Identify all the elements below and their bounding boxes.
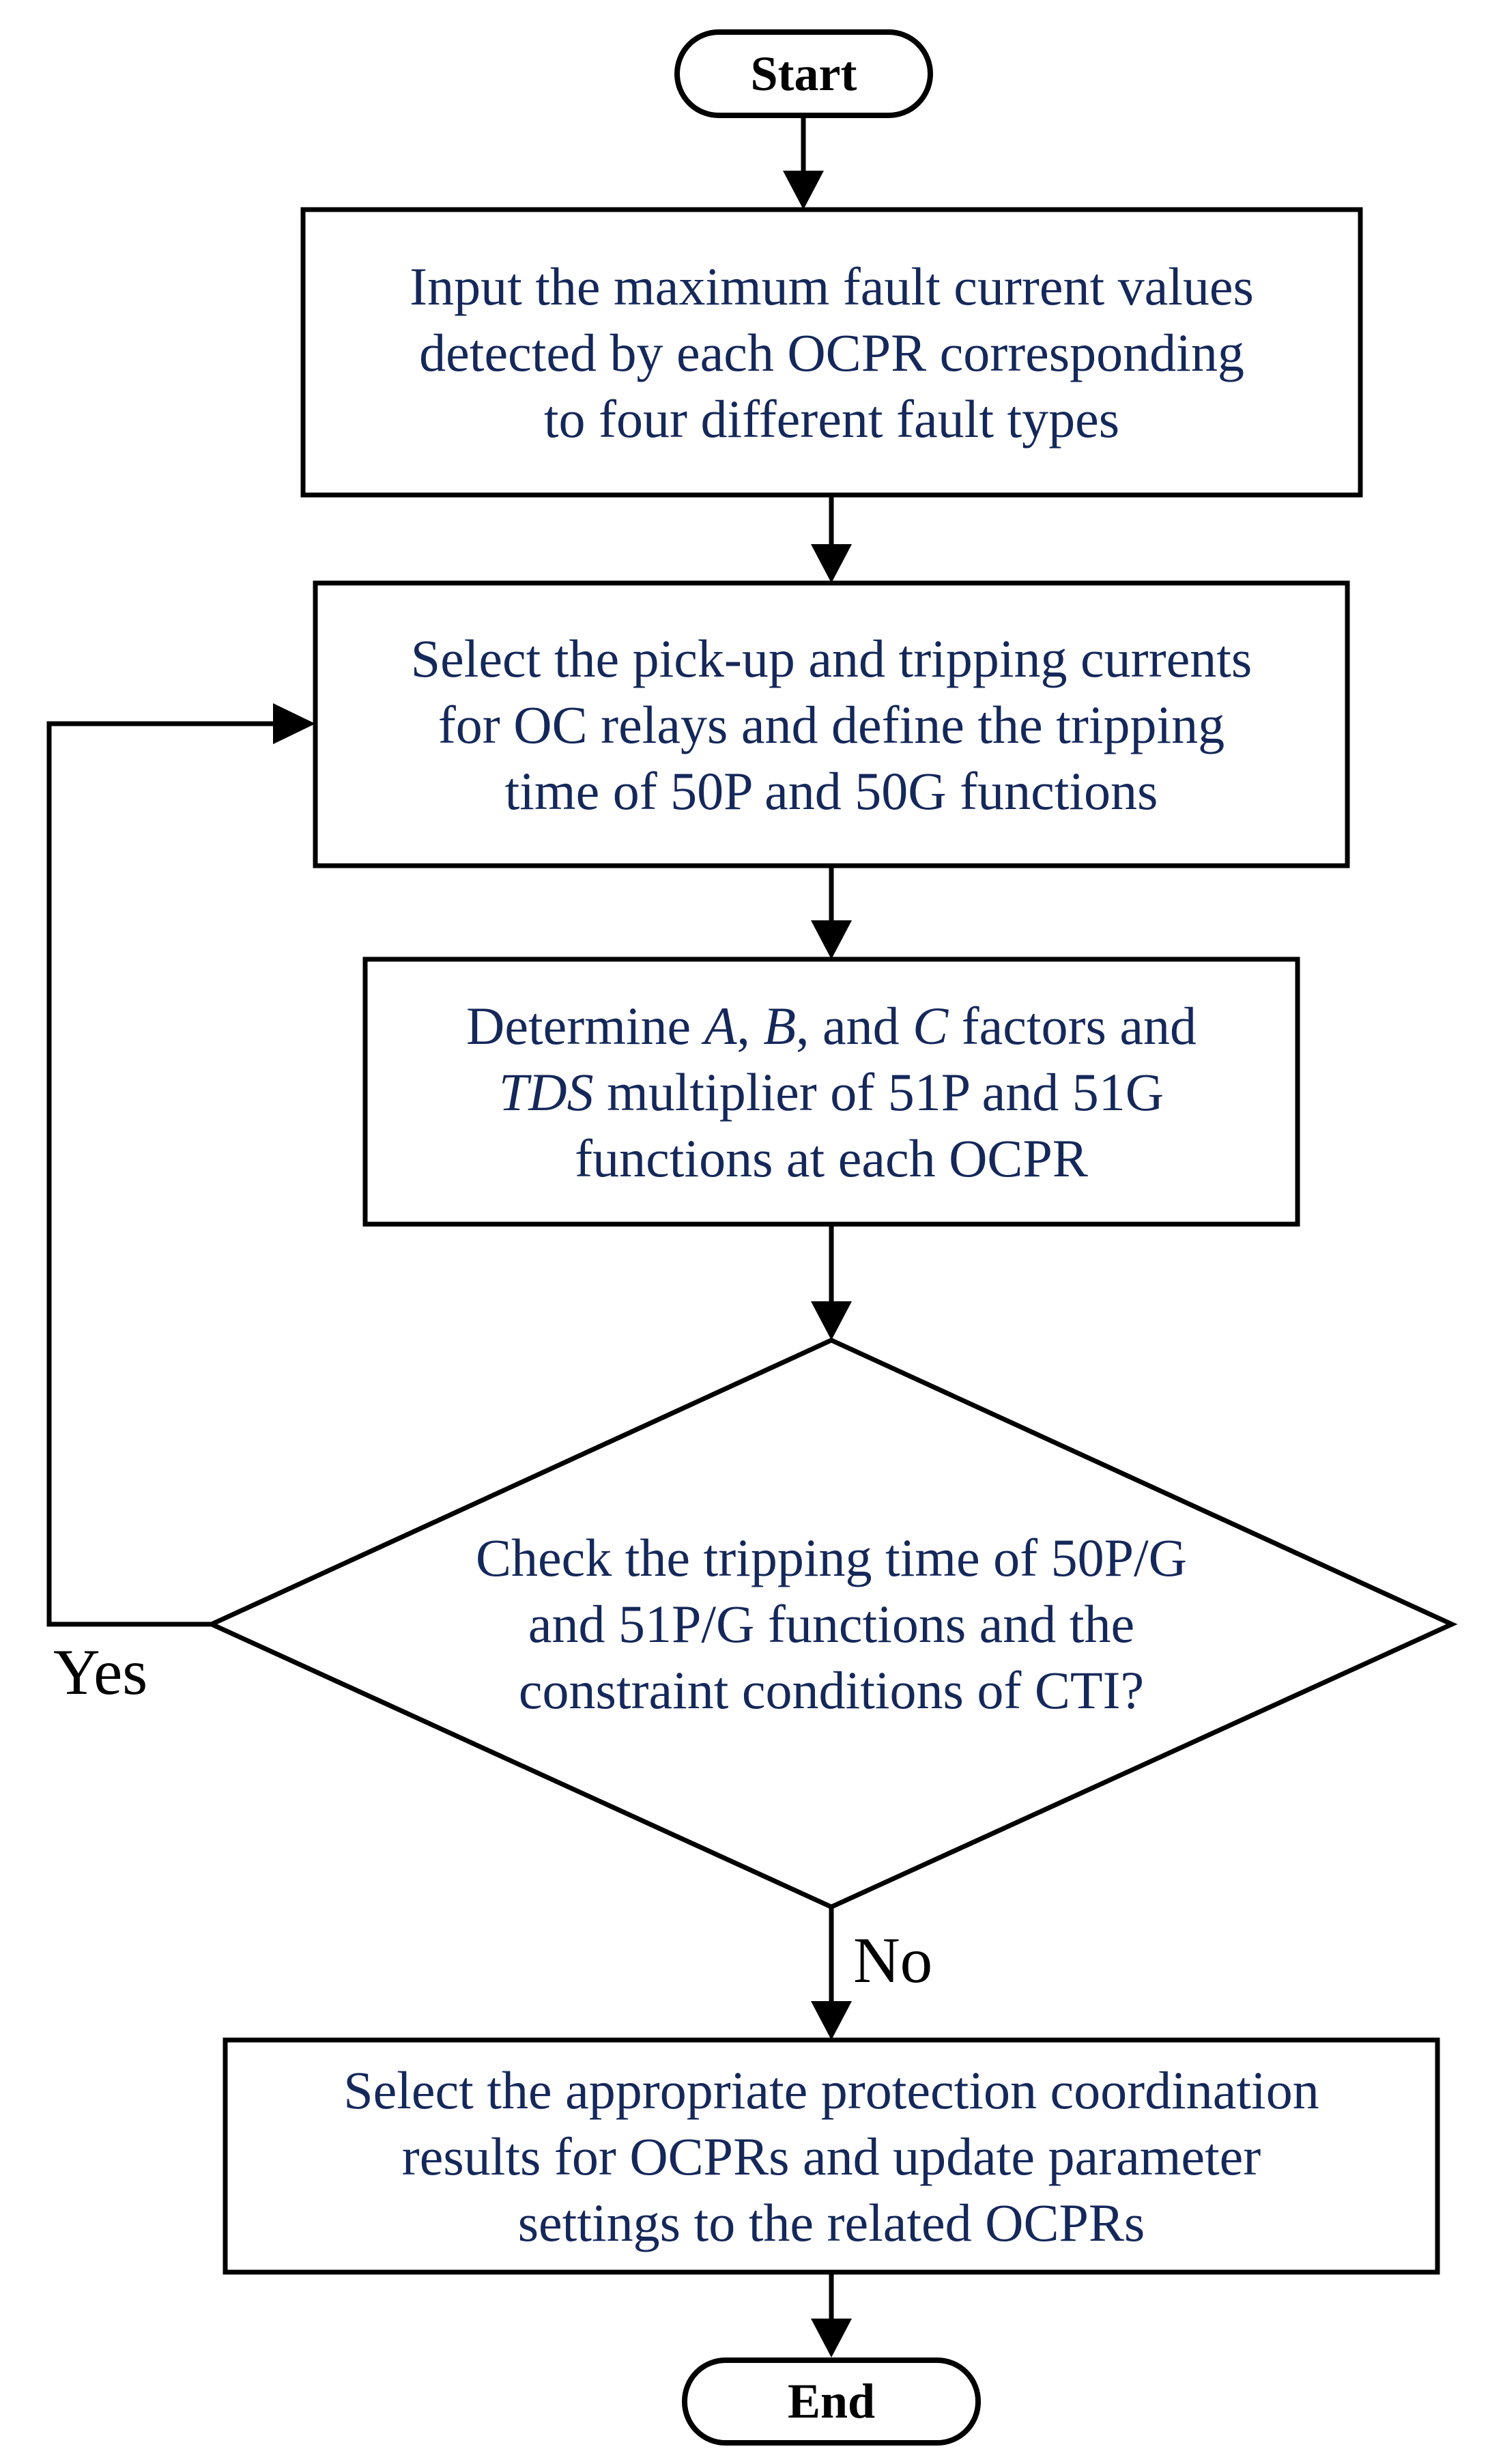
text-line: Check the tripping time of 50P/G — [475, 1528, 1188, 1587]
text-line: constraint conditions of CTI? — [518, 1660, 1145, 1720]
text-line: detected by each OCPR corresponding — [419, 322, 1244, 382]
arrowhead-determine-to-decision-icon — [811, 1301, 852, 1340]
text-line: time of 50P and 50G functions — [504, 761, 1158, 821]
process-box-select-currents-text: Select the pick-up and tripping currents… — [315, 583, 1347, 866]
arrowhead-update-to-end-icon — [811, 2319, 852, 2357]
text-line: results for OCPRs and update parameter — [401, 2126, 1261, 2186]
arrowhead-input-to-select-icon — [811, 544, 852, 583]
arrowhead-no-branch-icon — [811, 2001, 852, 2040]
start-terminal-label: Start — [750, 46, 857, 101]
arrowhead-yes-loop-icon — [273, 703, 315, 744]
decision-diamond-text: Check the tripping time of 50P/G and 51P… — [285, 1525, 1377, 1723]
text-line: functions at each OCPR — [575, 1128, 1088, 1188]
arrowhead-select-to-determine-icon — [811, 920, 852, 959]
text-line: TDS multiplier of 51P and 51G — [498, 1062, 1164, 1122]
text-line: Input the maximum fault current values — [410, 256, 1254, 316]
text-line: to four different fault types — [543, 388, 1120, 449]
end-terminal-shape — [682, 2357, 981, 2446]
connector-yes-loop — [46, 721, 273, 1627]
arrowhead-start-to-input-icon — [783, 171, 824, 210]
text-line: Select the pick-up and tripping currents — [410, 628, 1252, 688]
process-box-update-text: Select the appropriate protection coordi… — [225, 2040, 1437, 2272]
text-line: Select the appropriate protection coordi… — [343, 2060, 1319, 2120]
text-line: for OC relays and define the tripping — [438, 694, 1225, 754]
yes-branch-label: Yes — [53, 1636, 148, 1708]
text-line: settings to the related OCPRs — [517, 2192, 1145, 2252]
process-box-determine-text: Determine A, B, and C factors and TDS mu… — [365, 959, 1298, 1224]
process-box-input-text: Input the maximum fault current values d… — [303, 210, 1360, 495]
text-line: and 51P/G functions and the — [528, 1594, 1135, 1654]
no-branch-label: No — [853, 1924, 933, 1996]
text-line: Determine A, B, and C factors and — [466, 995, 1197, 1056]
end-terminal-label: End — [787, 2374, 876, 2428]
